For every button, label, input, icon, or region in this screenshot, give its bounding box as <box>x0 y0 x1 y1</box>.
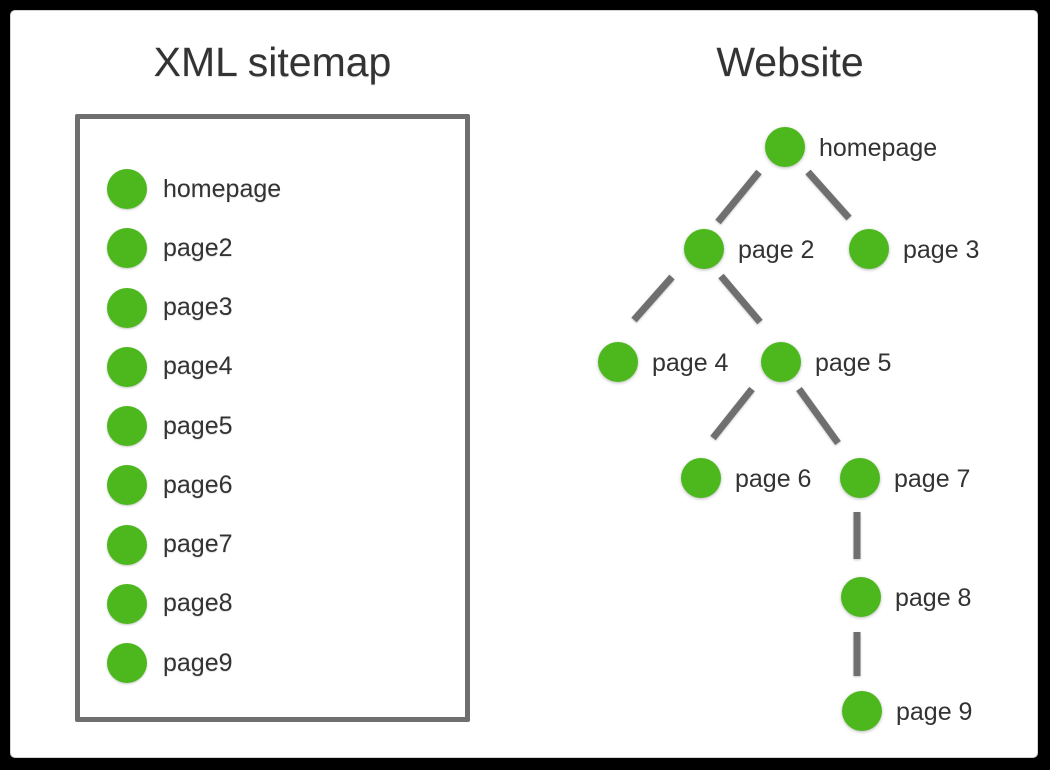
sitemap-list-item: page2 <box>80 228 233 269</box>
tree-node-icon-page8 <box>841 577 881 617</box>
page-dot-icon <box>107 583 147 624</box>
sitemap-item-label: page5 <box>163 411 233 440</box>
tree-node-icon-page6 <box>681 458 721 498</box>
sitemap-list: homepage page2 page3 page4 page5 page6 page7 pa… <box>80 119 465 717</box>
sitemap-list-item: page8 <box>80 583 233 624</box>
tree-node-icon-page7 <box>840 458 880 498</box>
tree-edge-page2-page5 <box>718 273 763 325</box>
canvas <box>10 10 1038 758</box>
sitemap-list-item: page7 <box>80 524 233 565</box>
sitemap-item-label: page4 <box>163 352 233 381</box>
website-title: Website <box>716 39 864 85</box>
tree-node-label-homepage: homepage <box>819 134 937 162</box>
tree-node-icon-page9 <box>842 691 882 731</box>
tree-node-label-page9: page 9 <box>896 698 972 726</box>
page-dot-icon <box>107 643 147 683</box>
tree-node-label-page3: page 3 <box>903 236 979 264</box>
tree-node-icon-page3 <box>849 229 889 269</box>
page-dot-icon <box>107 406 147 446</box>
sitemap-item-label: page6 <box>163 470 233 499</box>
sitemap-item-label: page3 <box>163 293 233 321</box>
sitemap-item-label: page2 <box>163 233 233 262</box>
sitemap-item-label: homepage <box>163 174 282 203</box>
sitemap-list-item: page9 <box>80 643 233 683</box>
tree-edge-page5-page7 <box>796 386 841 446</box>
tree-node-label-page6: page 6 <box>735 465 811 493</box>
tree-node-label-page7: page 7 <box>894 465 970 493</box>
page-dot-icon <box>107 346 147 387</box>
tree-node-icon-page2 <box>684 229 724 269</box>
tree-node-label-page8: page 8 <box>895 584 971 612</box>
sitemap-box: homepage page2 page3 page4 page5 page6 page7 pa… <box>75 114 470 722</box>
tree-edge-page5-page6 <box>710 386 755 441</box>
page-dot-icon <box>107 169 147 209</box>
tree-node-label-page5: page 5 <box>815 349 891 377</box>
sitemap-list-item: page5 <box>80 406 233 446</box>
sitemap-item-label: page8 <box>163 589 233 618</box>
tree-edge-homepage-page3 <box>805 169 852 221</box>
sitemap-item-label: page7 <box>163 530 233 558</box>
tree-node-label-page4: page 4 <box>652 349 729 377</box>
tree-edge-homepage-page2 <box>715 169 762 225</box>
sitemap-list-item: page6 <box>80 465 233 506</box>
tree-node-icon-page5 <box>761 342 801 382</box>
page-dot-icon <box>107 228 147 269</box>
tree-node-icon-page4 <box>598 342 638 382</box>
tree-node-icon-homepage <box>765 127 805 167</box>
page-dot-icon <box>107 524 147 565</box>
sitemap-list-item: homepage <box>80 169 281 209</box>
page-dot-icon <box>107 287 147 328</box>
xml-sitemap-title: XML sitemap <box>153 39 392 85</box>
tree-node-label-page2: page 2 <box>738 236 814 264</box>
sitemap-item-label: page9 <box>163 648 233 677</box>
page-dot-icon <box>107 465 147 506</box>
sitemap-list-item: page3 <box>80 287 233 328</box>
tree-edge-page2-page4 <box>631 274 675 323</box>
sitemap-list-item: page4 <box>80 346 233 387</box>
